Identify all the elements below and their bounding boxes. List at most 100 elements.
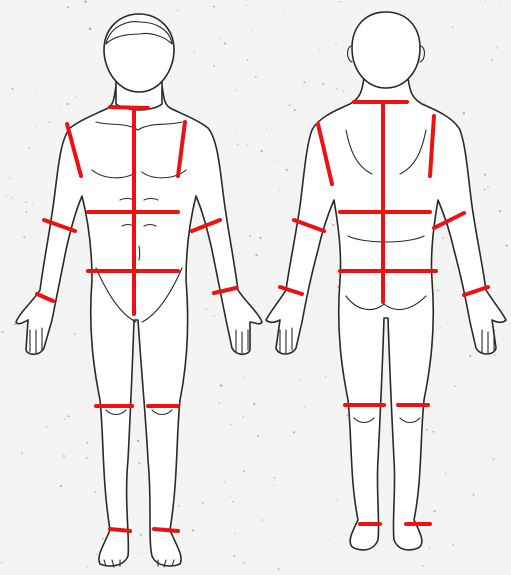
paper-speck [233, 555, 235, 557]
paper-speck [494, 354, 496, 356]
paper-speck [213, 315, 215, 317]
paper-speck [332, 224, 334, 226]
paper-speck [253, 403, 255, 405]
paper-speck [219, 38, 220, 39]
paper-speck [443, 237, 445, 239]
paper-speck [293, 431, 295, 433]
paper-speck [86, 457, 88, 459]
paper-speck [484, 173, 486, 175]
paper-speck [404, 13, 406, 15]
paper-speck [273, 477, 275, 479]
paper-speck [316, 82, 317, 83]
paper-speck [339, 1, 341, 3]
paper-speck [84, 1, 86, 3]
paper-speck [426, 429, 428, 431]
paper-speck [266, 128, 267, 129]
paper-speck [286, 169, 288, 171]
back-body-outline [266, 78, 506, 550]
paper-speck [499, 210, 501, 212]
paper-speck [274, 484, 275, 485]
paper-speck [74, 333, 76, 335]
paper-speck [0, 279, 1, 281]
paper-speck [206, 309, 207, 310]
paper-speck [138, 462, 140, 464]
paper-speck [136, 549, 137, 550]
front-shoulder-line [110, 107, 148, 108]
paper-speck [239, 253, 240, 254]
paper-speck [452, 544, 453, 545]
paper-speck [137, 440, 139, 442]
paper-speck [255, 254, 257, 256]
paper-speck [1, 562, 3, 564]
paper-speck [21, 452, 24, 455]
paper-speck [247, 59, 249, 61]
paper-speck [299, 379, 301, 381]
paper-speck [86, 21, 87, 22]
paper-speck [334, 4, 335, 5]
paper-speck [463, 460, 464, 461]
paper-speck [452, 26, 454, 28]
paper-speck [236, 89, 238, 91]
paper-speck [473, 494, 475, 496]
paper-speck [220, 384, 223, 387]
paper-speck [445, 473, 446, 474]
paper-speck [177, 10, 178, 11]
paper-speck [423, 102, 424, 103]
paper-speck [450, 349, 451, 350]
paper-speck [202, 502, 204, 504]
paper-speck [36, 92, 37, 93]
paper-speck [64, 418, 66, 420]
paper-speck [229, 496, 231, 498]
paper-speck [41, 82, 42, 83]
paper-speck [464, 433, 465, 434]
paper-speck [243, 376, 245, 378]
paper-speck [45, 426, 47, 428]
paper-speck [234, 533, 236, 535]
paper-speck [60, 109, 61, 110]
paper-speck [269, 542, 270, 543]
paper-speck [230, 424, 231, 425]
paper-speck [79, 344, 80, 345]
paper-speck [501, 265, 502, 266]
paper-speck [75, 96, 76, 97]
paper-speck [496, 164, 497, 165]
paper-speck [212, 311, 213, 312]
paper-speck [36, 127, 37, 128]
paper-speck [288, 104, 290, 106]
paper-speck [316, 57, 317, 58]
paper-speck [279, 189, 280, 190]
paper-speck [261, 519, 264, 522]
paper-speck [178, 505, 180, 507]
paper-speck [232, 501, 234, 503]
paper-speck [224, 42, 227, 45]
paper-speck [433, 431, 435, 433]
paper-speck [485, 434, 486, 435]
paper-speck [491, 59, 493, 61]
paper-speck [96, 553, 97, 554]
paper-speck [429, 548, 431, 550]
paper-speck [9, 177, 11, 179]
paper-speck [234, 132, 235, 133]
front-right-ankle [154, 529, 178, 531]
paper-speck [192, 529, 194, 531]
paper-speck [193, 51, 195, 53]
paper-speck [257, 435, 259, 437]
paper-speck [12, 197, 14, 199]
paper-speck [484, 188, 486, 190]
paper-speck [303, 406, 305, 408]
paper-speck [269, 242, 270, 243]
paper-speck [318, 49, 320, 51]
paper-speck [456, 326, 457, 327]
paper-speck [213, 65, 215, 67]
paper-speck [93, 377, 94, 378]
paper-speck [492, 458, 494, 460]
paper-speck [497, 102, 498, 103]
paper-speck [337, 499, 338, 500]
paper-speck [9, 195, 10, 196]
paper-speck [5, 195, 7, 197]
paper-speck [140, 534, 142, 536]
paper-speck [14, 323, 16, 325]
front-head [104, 14, 174, 92]
back-head [352, 12, 420, 88]
paper-speck [6, 141, 7, 142]
